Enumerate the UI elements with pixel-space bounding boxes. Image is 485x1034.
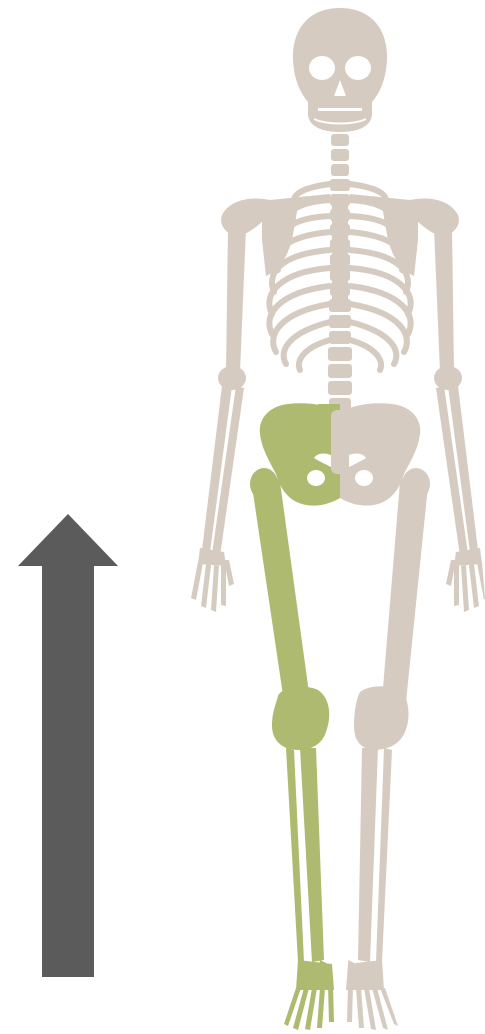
arrow-shaft — [42, 564, 94, 977]
right-tibia — [348, 748, 378, 980]
right-patella — [368, 702, 392, 730]
up-arrow — [18, 514, 118, 977]
left-fibula — [286, 748, 304, 962]
teeth-line — [318, 108, 362, 111]
left-patella — [288, 702, 312, 730]
right-eye-socket — [345, 56, 371, 80]
skull — [293, 8, 387, 132]
right-foot — [346, 960, 398, 1030]
right-fibula — [376, 748, 392, 962]
left-eye-socket — [309, 56, 335, 80]
right-arm — [434, 226, 485, 612]
left-arm — [191, 226, 246, 612]
right-femur — [354, 468, 430, 750]
sacrum — [331, 410, 349, 474]
left-foot — [284, 960, 334, 1030]
sternum — [332, 196, 348, 306]
left-femur — [250, 468, 329, 750]
left-tibia — [300, 748, 332, 980]
arrow-head — [18, 514, 118, 566]
